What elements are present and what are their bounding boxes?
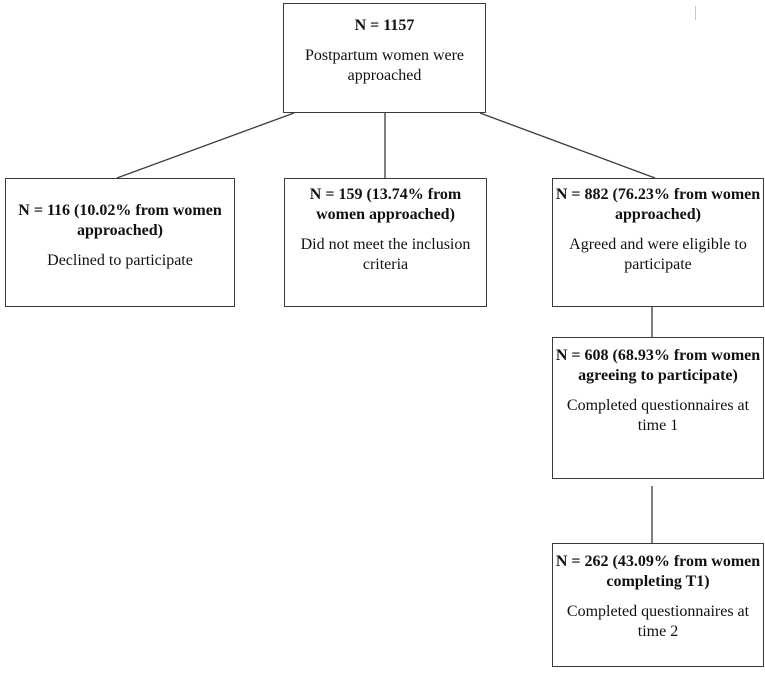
time1-description: Completed questionnaires at time 1: [566, 397, 750, 434]
time2-description: Completed questionnaires at time 2: [566, 603, 750, 640]
time2-box: N = 262 (43.09% from women completing T1…: [552, 543, 764, 667]
declined-count: N = 116 (10.02% from women approached): [18, 202, 222, 239]
agreed-box: N = 882 (76.23% from women approached) A…: [552, 178, 764, 307]
connector-root-to-declined: [116, 112, 295, 179]
time1-box: N = 608 (68.93% from women agreeing to p…: [552, 337, 764, 479]
root-box-approached: N = 1157 Postpartum women were approache…: [283, 3, 486, 113]
declined-description: Declined to participate: [47, 252, 193, 269]
root-description: Postpartum women were approached: [304, 47, 465, 84]
connector-root-to-agreed: [479, 112, 656, 179]
excluded-count: N = 159 (13.74% from women approached): [309, 186, 462, 223]
agreed-description: Agreed and were eligible to participate: [569, 236, 747, 273]
excluded-box: N = 159 (13.74% from women approached) D…: [284, 178, 487, 307]
corner-tick-mark: [695, 6, 696, 20]
declined-box: N = 116 (10.02% from women approached) D…: [5, 178, 235, 307]
time2-count: N = 262 (43.09% from women completing T1…: [555, 553, 761, 590]
agreed-count: N = 882 (76.23% from women approached): [555, 186, 761, 223]
root-count: N = 1157: [354, 17, 415, 34]
excluded-description: Did not meet the inclusion criteria: [300, 236, 471, 273]
time1-count: N = 608 (68.93% from women agreeing to p…: [555, 347, 761, 384]
